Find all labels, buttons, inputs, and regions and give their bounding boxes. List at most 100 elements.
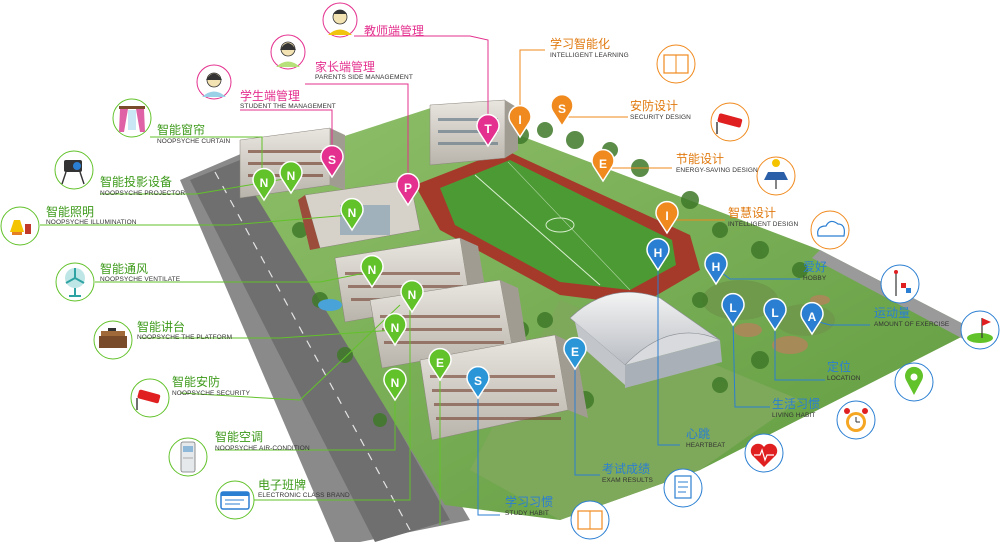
pin-l-living[interactable]: L: [721, 292, 745, 327]
label-location-en: LOCATION: [827, 375, 861, 382]
label-platform-en: NOOPSYCHE THE PLATFORM: [137, 334, 233, 341]
pin-n-platform[interactable]: N: [400, 279, 424, 314]
label-exercise-en: AMOUNT OF EXERCISE: [874, 321, 950, 328]
svg-text:E: E: [599, 157, 607, 171]
hobby-icon: [880, 264, 920, 304]
svg-text:N: N: [348, 206, 357, 220]
label-security-n: 智能安防: [172, 375, 221, 389]
label-ventilate: 智能通风: [100, 262, 149, 276]
energy-saving-solar-icon: [756, 156, 796, 196]
svg-text:N: N: [260, 176, 269, 190]
svg-text:I: I: [518, 113, 521, 127]
svg-text:L: L: [771, 306, 778, 320]
pin-e-classbrand[interactable]: E: [428, 347, 452, 382]
intelligent-learning-book-icon: [656, 44, 696, 84]
location-pin-icon: [894, 362, 934, 402]
label-projector-en: NOOPSYCHE PROJECTOR: [100, 190, 186, 197]
svg-text:N: N: [408, 288, 417, 302]
svg-text:E: E: [436, 356, 444, 370]
label-parents: 家长端管理: [315, 60, 376, 74]
pin-i-intelligent[interactable]: I: [655, 200, 679, 235]
label-living-en: LIVING HABIT: [772, 412, 816, 419]
label-projector: 智能投影设备: [100, 175, 173, 189]
label-teacher: 教师端管理: [364, 24, 425, 38]
label-hobby-en: HOBBY: [803, 275, 827, 282]
pin-l-location[interactable]: L: [763, 297, 787, 332]
svg-text:N: N: [287, 169, 296, 183]
label-aircon: 智能空调: [215, 430, 264, 444]
pin-t-teacher[interactable]: T: [476, 113, 500, 148]
label-study-en: STUDY HABIT: [505, 510, 549, 517]
teacher-avatar-icon: [322, 2, 358, 38]
svg-text:P: P: [404, 181, 412, 195]
label-security-d-en: SECURITY DESIGN: [630, 114, 691, 121]
label-parents-en: PARENTS SIDE MANAGEMENT: [315, 74, 413, 81]
pin-s-security[interactable]: S: [550, 93, 574, 128]
exercise-golf-icon: [960, 310, 1000, 350]
projector-icon: [54, 150, 94, 190]
svg-text:E: E: [571, 345, 579, 359]
label-hobby: 爱好: [803, 260, 828, 274]
svg-text:T: T: [484, 122, 492, 136]
ventilate-fan-icon: [55, 262, 95, 302]
label-exam-en: EXAM RESULTS: [602, 477, 653, 484]
label-energy-en: ENERGY-SAVING DESIGN: [676, 167, 758, 174]
study-habit-book-icon: [570, 500, 610, 540]
label-study: 学习习惯: [505, 495, 554, 509]
label-curtain-en: NOOPSYCHE CURTAIN: [157, 138, 231, 145]
label-location: 定位: [827, 360, 852, 374]
svg-text:N: N: [391, 376, 400, 390]
svg-text:L: L: [729, 301, 736, 315]
svg-text:S: S: [558, 102, 566, 116]
label-classbrand: 电子班牌: [258, 478, 307, 492]
svg-text:I: I: [665, 209, 668, 223]
intelligent-design-cloud-icon: [810, 210, 850, 250]
living-habit-clock-icon: [836, 400, 876, 440]
svg-text:H: H: [712, 260, 721, 274]
label-curtain: 智能窗帘: [157, 123, 206, 137]
pin-s-student[interactable]: S: [320, 144, 344, 179]
class-brand-icon: [215, 480, 255, 520]
security-camera-icon: [130, 378, 170, 418]
pin-e-energy[interactable]: E: [591, 148, 615, 183]
pin-n-aircon[interactable]: N: [383, 367, 407, 402]
svg-text:S: S: [474, 374, 482, 388]
aircon-icon: [168, 437, 208, 477]
svg-text:A: A: [808, 310, 817, 324]
pin-s-study[interactable]: S: [466, 365, 490, 400]
label-illumination: 智能照明: [46, 205, 95, 219]
security-design-camera-icon: [710, 102, 750, 142]
pin-a-exercise[interactable]: A: [800, 301, 824, 336]
label-learning-en: INTELLIGENT LEARNING: [550, 52, 629, 59]
label-illumination-en: NOOPSYCHE ILLUMINATION: [46, 219, 137, 226]
label-exercise: 运动量: [874, 306, 911, 320]
label-security-n-en: NOOPSYCHE SECURITY: [172, 390, 251, 397]
platform-podium-icon: [93, 320, 133, 360]
svg-text:N: N: [391, 321, 400, 335]
label-student: 学生端管理: [240, 89, 301, 103]
label-aircon-en: NOOPSYCHE AIR-CONDITION: [215, 445, 310, 452]
label-intelligent-en: INTELLIGENT DESIGN: [728, 221, 799, 228]
pin-e-exam[interactable]: E: [563, 336, 587, 371]
pin-n-illumination[interactable]: N: [340, 197, 364, 232]
label-student-en: STUDENT THE MANAGEMENT: [240, 103, 336, 110]
svg-text:N: N: [368, 263, 377, 277]
pin-i-learning[interactable]: I: [508, 104, 532, 139]
pin-n-projector[interactable]: N: [279, 160, 303, 195]
exam-results-icon: [663, 468, 703, 508]
label-energy: 节能设计: [676, 152, 725, 166]
label-heartbeat: 心跳: [686, 427, 711, 441]
parents-avatar-icon: [270, 34, 306, 70]
pin-n-curtain[interactable]: N: [252, 167, 276, 202]
pin-h-heartbeat[interactable]: H: [646, 237, 670, 272]
label-learning: 学习智能化: [550, 37, 611, 51]
heartbeat-icon: [744, 433, 784, 473]
pin-p-parents[interactable]: P: [396, 172, 420, 207]
label-exam: 考试成绩: [602, 462, 651, 476]
pin-h-hobby[interactable]: H: [704, 251, 728, 286]
pin-n-security[interactable]: N: [383, 312, 407, 347]
pin-n-ventilate[interactable]: N: [360, 254, 384, 289]
svg-text:S: S: [328, 153, 336, 167]
label-security-d: 安防设计: [630, 99, 679, 113]
